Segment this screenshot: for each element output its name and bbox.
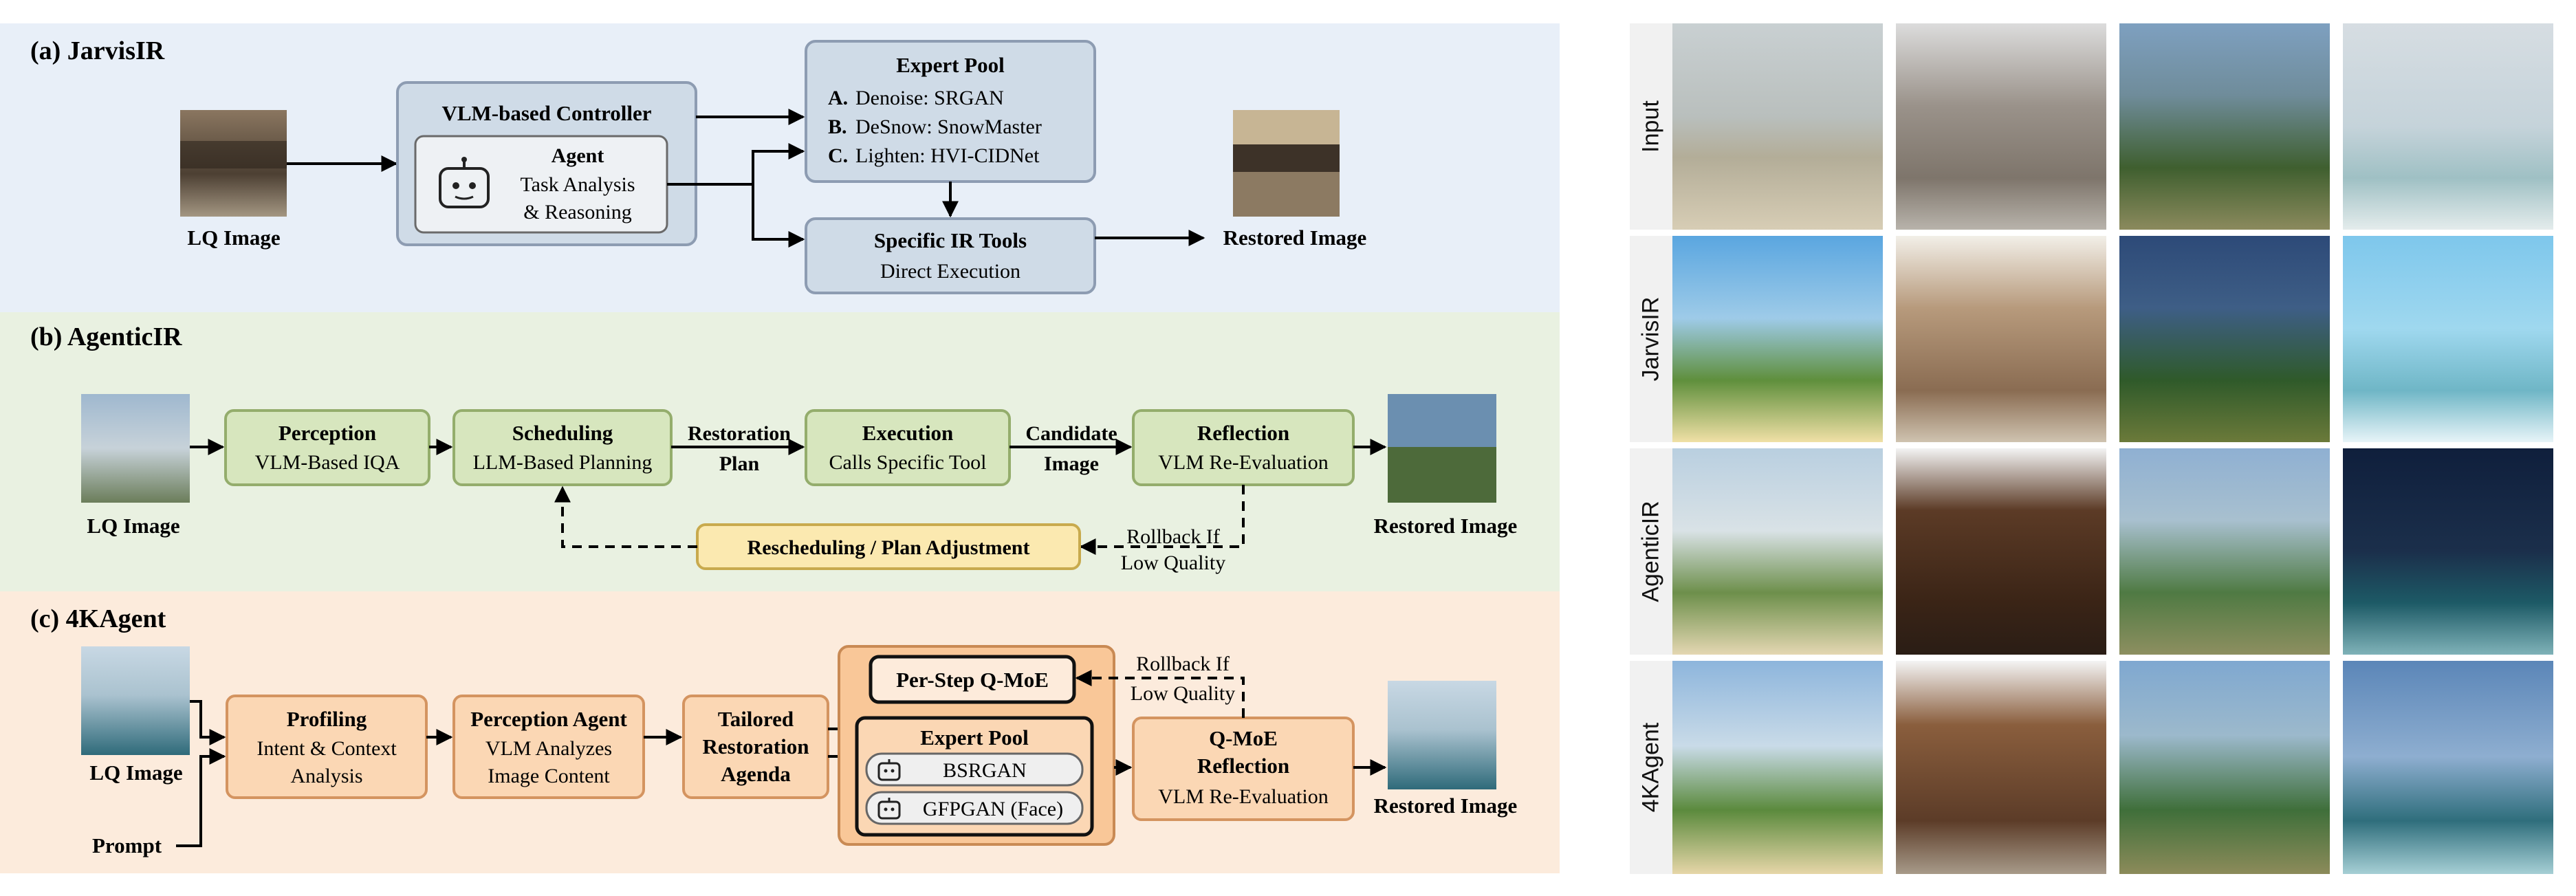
prompt-label: Prompt [92, 833, 162, 857]
expert-a-prefix: A. [828, 87, 848, 109]
panel-c-lq-image [81, 646, 190, 755]
agenda-1: Tailored [718, 707, 794, 731]
panel-a-title: (a) JarvisIR [30, 36, 165, 65]
panel-b-title: (b) AgenticIR [30, 323, 182, 351]
c-expert-pool-title: Expert Pool [920, 725, 1029, 750]
panel-a: (a) JarvisIR LQ Image VLM-based Controll… [0, 23, 1560, 312]
b-perception-sub: VLM-Based IQA [255, 451, 400, 474]
restoration-plan-1: Restoration [688, 422, 791, 445]
thumbnail-sea-4kagent [2343, 661, 2553, 874]
expert-a: Denoise: SRGAN [855, 87, 1004, 109]
restoration-plan-2: Plan [719, 452, 760, 475]
thumbnail-valley-agenticir [2119, 448, 2330, 655]
thumbnail-castle-jarvisir [1896, 236, 2106, 442]
expert-pool-title: Expert Pool [896, 53, 1005, 77]
row-label-jarvisir: JarvisIR [1630, 236, 1672, 442]
qmoe-reflection-sub: VLM Re-Evaluation [1158, 785, 1328, 808]
expert-c-prefix: C. [828, 144, 848, 167]
thumbnail-garden-4kagent [1672, 661, 1883, 874]
b-execution-sub: Calls Specific Tool [829, 451, 987, 474]
expert-b-prefix: B. [828, 116, 847, 138]
thumbnail-castle-agenticir [1896, 448, 2106, 655]
panel-c-restored-image [1388, 681, 1496, 789]
candidate-2: Image [1044, 452, 1099, 475]
b-perception-title: Perception [279, 421, 376, 445]
agent-title: Agent [552, 144, 604, 167]
rescheduling-label: Rescheduling / Plan Adjustment [747, 536, 1030, 559]
agent-line-2: & Reasoning [523, 201, 632, 223]
robot-icon [877, 798, 901, 820]
c-rollback-2: Low Quality [1131, 682, 1235, 705]
b-execution-title: Execution [862, 421, 954, 445]
per-step-qmoe-box [869, 655, 1076, 704]
panel-b-lq-label: LQ Image [87, 514, 179, 538]
b-rollback-1: Rollback If [1126, 525, 1220, 548]
b-rollback-2: Low Quality [1121, 551, 1225, 574]
thumbnail-garden-input [1672, 23, 1883, 230]
perception-agent-box [452, 695, 645, 799]
panel-c-restored-label: Restored Image [1374, 794, 1518, 818]
qmoe-step-label: Per-Step Q-MoE [896, 668, 1049, 692]
controller-title: VLM-based Controller [441, 101, 651, 125]
panel-b: (b) AgenticIR LQ Image Perception VLM-Ba… [0, 312, 1560, 591]
thumbnail-sea-input [2343, 23, 2553, 230]
c-perception-sub-1: VLM Analyzes [485, 737, 612, 760]
b-reflection-title: Reflection [1197, 421, 1289, 445]
robot-icon [877, 759, 901, 781]
robot-icon [439, 157, 490, 208]
panel-a-lq-label: LQ Image [187, 226, 280, 250]
ir-tools-box [805, 217, 1096, 294]
profiling-sub-2: Analysis [291, 765, 363, 787]
agent-line-1: Task Analysis [520, 173, 635, 196]
thumbnail-castle-4kagent [1896, 661, 2106, 874]
expert-bsrgan-label: BSRGAN [943, 759, 1027, 782]
agenda-2: Restoration [703, 734, 809, 758]
b-scheduling-title: Scheduling [512, 421, 613, 445]
ir-tools-sub: Direct Execution [880, 260, 1020, 283]
agenda-box [682, 695, 829, 799]
profiling-sub-1: Intent & Context [256, 737, 397, 760]
thumbnail-castle-input [1896, 23, 2106, 230]
thumbnail-valley-jarvisir [2119, 236, 2330, 442]
thumbnail-garden-jarvisir [1672, 236, 1883, 442]
panel-b-restored-label: Restored Image [1374, 514, 1518, 538]
expert-bsrgan-pill [865, 752, 1084, 787]
thumbnail-valley-4kagent [2119, 661, 2330, 874]
row-label-agenticir: AgenticIR [1630, 448, 1672, 655]
expert-gfpgan-pill [865, 791, 1084, 825]
panel-b-lq-image [81, 394, 190, 503]
row-label-input: Input [1630, 23, 1672, 230]
panel-c: (c) 4KAgent LQ Image Prompt Profiling In… [0, 591, 1560, 873]
qmoe-reflection-2: Reflection [1197, 754, 1289, 778]
thumbnail-garden-agenticir [1672, 448, 1883, 655]
expert-b: DeSnow: SnowMaster [855, 116, 1042, 138]
agenda-3: Agenda [721, 762, 791, 786]
candidate-1: Candidate [1025, 422, 1117, 445]
c-perception-sub-2: Image Content [488, 765, 610, 787]
expert-c: Lighten: HVI-CIDNet [855, 144, 1040, 167]
row-label-4kagent: 4KAgent [1630, 661, 1672, 874]
b-scheduling-sub: LLM-Based Planning [473, 451, 653, 474]
profiling-box [226, 695, 428, 799]
qmoe-reflection-1: Q-MoE [1209, 726, 1278, 750]
thumbnail-sea-jarvisir [2343, 236, 2553, 442]
panel-a-restored-label: Restored Image [1223, 226, 1367, 250]
c-rollback-1: Rollback If [1136, 653, 1230, 675]
ir-tools-title: Specific IR Tools [874, 228, 1027, 252]
c-perception-title: Perception Agent [470, 707, 627, 731]
thumbnail-valley-input [2119, 23, 2330, 230]
panel-c-title: (c) 4KAgent [30, 604, 166, 633]
thumbnail-sea-agenticir [2343, 448, 2553, 655]
b-reflection-sub: VLM Re-Evaluation [1158, 451, 1328, 474]
expert-gfpgan-label: GFPGAN (Face) [923, 798, 1063, 820]
profiling-title: Profiling [287, 707, 367, 731]
panel-c-lq-label: LQ Image [89, 761, 182, 785]
